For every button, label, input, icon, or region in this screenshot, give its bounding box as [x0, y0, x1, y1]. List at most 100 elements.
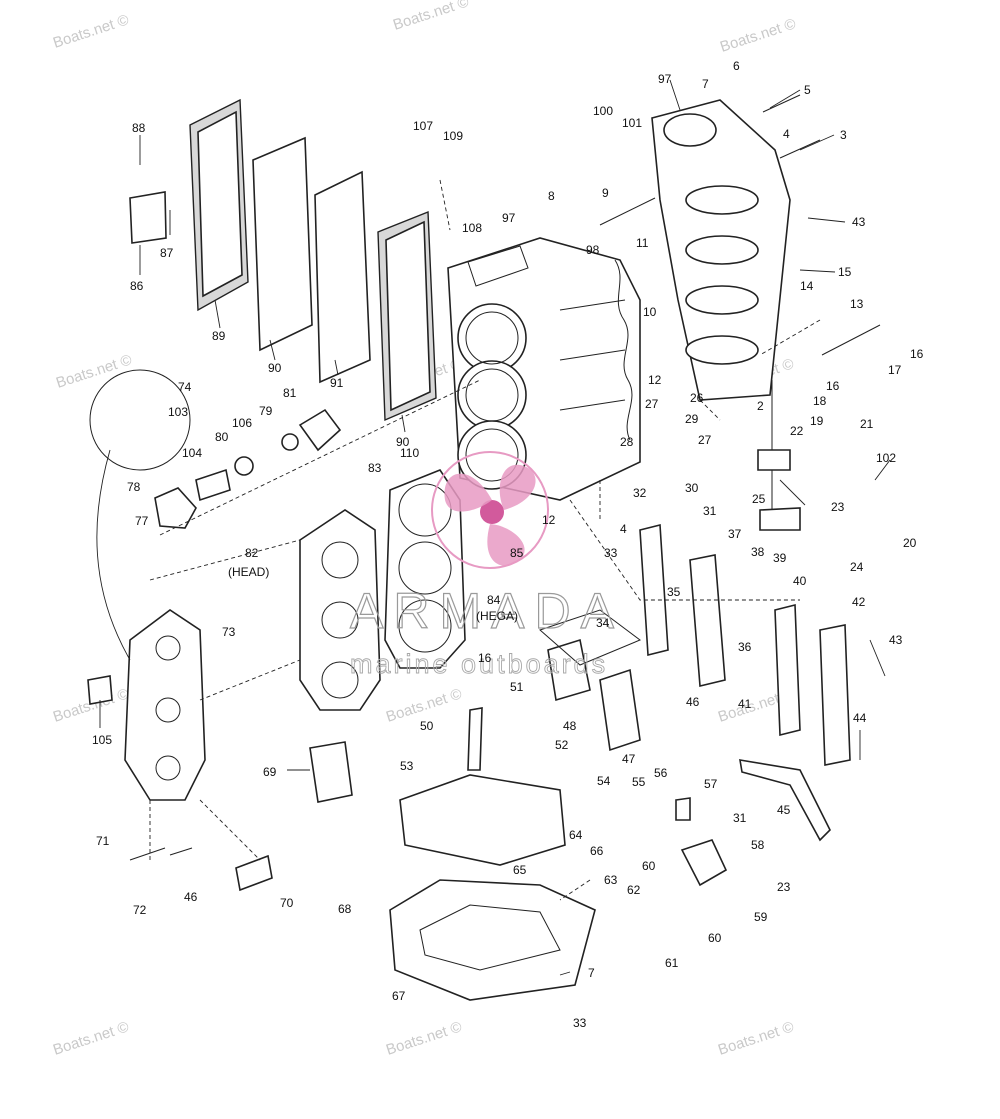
- seal-strip-11: [614, 259, 633, 441]
- callout-31a: 31: [703, 504, 717, 518]
- callout-20: 20: [903, 536, 917, 550]
- callout-24: 24: [850, 560, 864, 574]
- dash-line: [199, 799, 261, 861]
- callout-11: 11: [636, 236, 649, 250]
- callout-90b: 90: [396, 435, 410, 449]
- callout-45: 45: [777, 803, 791, 817]
- head-chamber-2: [321, 601, 359, 639]
- gasket-bore-2: [398, 541, 452, 595]
- part-86-plate: [129, 191, 167, 244]
- part-105-gasket: [87, 675, 113, 705]
- callout-25: 25: [752, 492, 766, 506]
- callout-40: 40: [793, 574, 807, 588]
- callout-84: 84: [487, 593, 501, 607]
- callout-8: 8: [548, 189, 555, 203]
- assembly-dashed-lines: [149, 179, 821, 901]
- leader: [401, 414, 406, 433]
- callout-33a: 33: [604, 546, 618, 560]
- callout-50: 50: [420, 719, 434, 733]
- leader: [874, 459, 891, 481]
- part-53-gasket: [399, 774, 566, 866]
- dash-line: [149, 539, 301, 581]
- logo-hub: [480, 500, 504, 524]
- crankcase-journal-4: [685, 335, 759, 365]
- callout-10: 10: [643, 305, 657, 319]
- callout-62: 62: [627, 883, 641, 897]
- watermark-text: Boats.net ©: [384, 1018, 464, 1058]
- callout-23b: 23: [777, 880, 791, 894]
- watermark-text: Boats.net ©: [51, 11, 131, 51]
- callout-51: 51: [510, 680, 524, 694]
- block-ribs: [559, 299, 626, 411]
- callout-66: 66: [590, 844, 604, 858]
- linkage-arm: [757, 449, 791, 471]
- part-17-bolt: [821, 324, 881, 356]
- callout-83: 83: [368, 461, 382, 475]
- cylinder-block: [447, 237, 641, 501]
- callout-73: 73: [222, 625, 236, 639]
- callout-70: 70: [280, 896, 294, 910]
- callout-86: 86: [130, 279, 144, 293]
- callout-110: 110: [400, 446, 419, 460]
- callout-16a: 16: [910, 347, 924, 361]
- callout-106: 106: [232, 416, 252, 430]
- detail-circle-74-103: [89, 369, 191, 471]
- callout-43b: 43: [889, 633, 903, 647]
- part-9-dowel: [599, 197, 656, 226]
- detail-arrow-curve: [96, 449, 131, 661]
- callout-85: 85: [510, 546, 524, 560]
- callout-78: 78: [127, 480, 141, 494]
- callout-9: 9: [602, 186, 609, 200]
- part-79-grommet: [281, 433, 299, 451]
- part-72-bolt: [129, 847, 166, 861]
- cover-port-2: [155, 697, 181, 723]
- callout-56: 56: [654, 766, 668, 780]
- callout-41: 41: [738, 697, 752, 711]
- head-chamber-1: [321, 541, 359, 579]
- callout-4b: 4: [620, 522, 627, 536]
- cylinder-bore-2-inner: [465, 368, 519, 422]
- part-82-head: [299, 509, 381, 711]
- callout-91: 91: [330, 376, 344, 390]
- part-31-bracket: [680, 839, 728, 887]
- watermark-text: Boats.net ©: [51, 1018, 131, 1058]
- thermostat-cover-assembly: [87, 369, 342, 801]
- cover-port-3: [155, 755, 181, 781]
- cylinder-head-and-gasket: [299, 469, 466, 711]
- callout-15: 15: [838, 265, 852, 279]
- part-46-bolt: [169, 847, 193, 856]
- crankcase-journal-3: [685, 285, 759, 315]
- callout-53: 53: [400, 759, 414, 773]
- callout-105: 105: [92, 733, 112, 747]
- leader: [214, 299, 221, 329]
- callout-82: 82: [245, 546, 259, 560]
- leader: [799, 269, 836, 273]
- callout-5: 5: [804, 83, 811, 97]
- callout-12b: 12: [542, 513, 556, 527]
- cylinder-bore-1-inner: [465, 311, 519, 365]
- callout-58: 58: [751, 838, 765, 852]
- callout-101: 101: [622, 116, 642, 130]
- part-41-cover: [774, 603, 801, 737]
- callout-22: 22: [790, 424, 804, 438]
- dash-line: [159, 379, 481, 536]
- callout-97a: 97: [502, 211, 516, 225]
- callout-29: 29: [685, 412, 699, 426]
- callout-72: 72: [133, 903, 147, 917]
- callout-103: 103: [168, 405, 188, 419]
- leader: [799, 134, 835, 151]
- callout-108: 108: [462, 221, 482, 235]
- callout-74: 74: [178, 380, 192, 394]
- callout-60b: 60: [708, 931, 722, 945]
- part-47-plate: [599, 668, 641, 752]
- part-3-bolt: [779, 139, 821, 159]
- callout-90: 90: [268, 361, 282, 375]
- callout-26: 26: [690, 391, 704, 405]
- cylinder-bore-3-inner: [465, 428, 519, 482]
- callout-87: 87: [160, 246, 174, 260]
- part-73-cover: [124, 609, 206, 801]
- callout-48: 48: [563, 719, 577, 733]
- callout-19: 19: [810, 414, 824, 428]
